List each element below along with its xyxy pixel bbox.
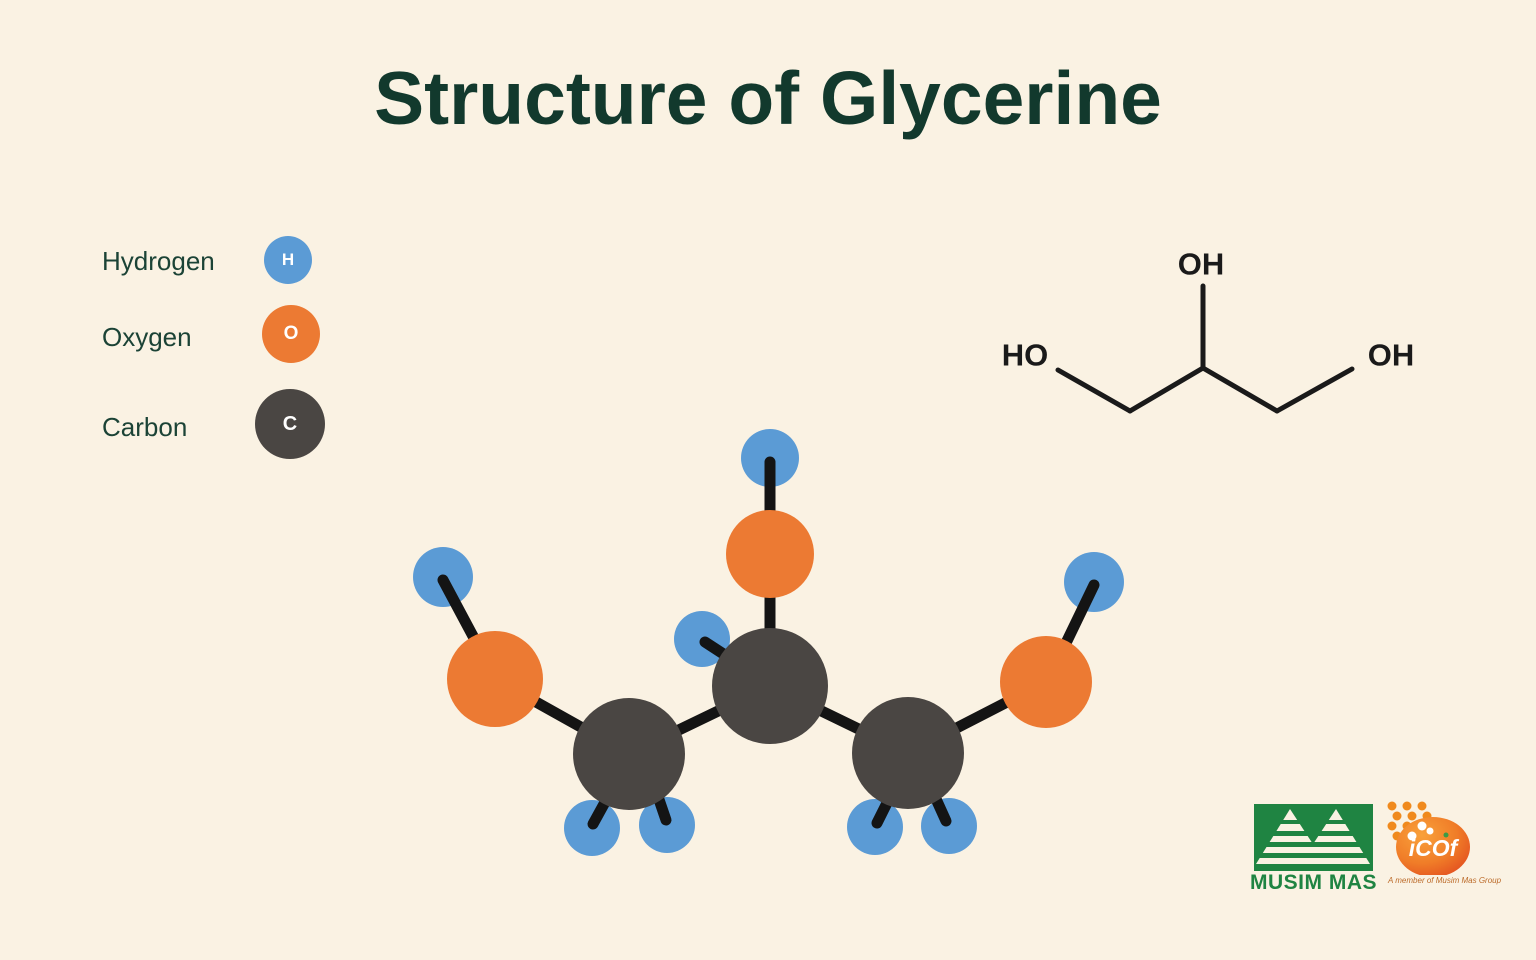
atom-o-central	[726, 510, 814, 598]
skeletal-label-ho-left: HO	[1002, 338, 1049, 373]
skeletal-bond-line	[1127, 365, 1206, 414]
atom-c-left	[573, 698, 685, 810]
skeletal-label-oh-right: OH	[1368, 338, 1415, 373]
legend-label-hydrogen: Hydrogen	[102, 246, 215, 276]
icof-leaf-accent	[1443, 832, 1449, 838]
hydrogen-atom-icon: H	[264, 236, 312, 284]
musim-mas-logo	[1254, 804, 1373, 871]
atom-c-right	[852, 697, 964, 809]
oxygen-atom-icon: O	[262, 305, 320, 363]
atom-c-central	[712, 628, 828, 744]
musim-triangle-left	[1256, 809, 1326, 864]
skeletal-bond-line	[1200, 365, 1280, 414]
atom-o-right	[1000, 636, 1092, 728]
atom-o-left	[447, 631, 543, 727]
icof-wordmark: iCOf	[1409, 835, 1460, 861]
skeletal-bond-line	[1274, 366, 1355, 414]
skeletal-label-oh-top: OH	[1178, 247, 1225, 282]
atom-h-right-bottom-2	[921, 798, 977, 854]
member-of-group-text: A member of Musim Mas Group	[1388, 876, 1502, 885]
icof-logo: iCOf	[1387, 801, 1470, 875]
icof-white-dots	[1407, 821, 1434, 841]
icof-ellipse	[1396, 817, 1470, 875]
musim-mas-wordmark: MUSIM MAS	[1250, 871, 1377, 894]
legend-label-oxygen: Oxygen	[102, 322, 192, 352]
musim-triangle-right	[1300, 809, 1370, 864]
musim-logo-stripes	[1254, 820, 1373, 858]
legend-label-carbon: Carbon	[102, 412, 188, 442]
carbon-atom-icon: C	[255, 389, 325, 459]
skeletal-bond-line	[1055, 367, 1133, 414]
page-title: Structure of Glycerine	[374, 56, 1162, 140]
